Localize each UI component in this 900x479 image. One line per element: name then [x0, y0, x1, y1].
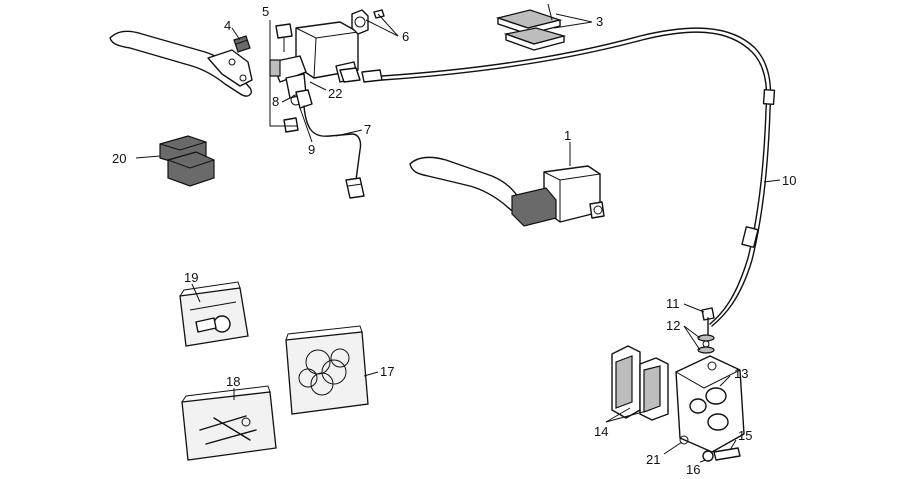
brake-hose	[339, 27, 776, 327]
repair-kit-bag-18	[181, 385, 277, 461]
caliper-bolt-11	[701, 307, 715, 335]
callout-labels: 1 3 4 5 6 7 8 9 10 11 12 13 14 15 16 17 …	[112, 4, 796, 477]
callout-4: 4	[224, 18, 231, 33]
washers-12	[697, 334, 715, 354]
callout-12: 12	[666, 318, 680, 333]
callout-9: 9	[308, 142, 315, 157]
leader-lines	[135, 13, 781, 463]
lower-master-cylinder	[511, 165, 605, 227]
seal-kit-bag-17	[285, 325, 369, 415]
callout-10: 10	[782, 173, 796, 188]
callout-1: 1	[564, 128, 571, 143]
bracket-5-8	[269, 20, 298, 127]
callout-7: 7	[364, 122, 371, 137]
callout-3: 3	[596, 14, 603, 29]
callout-5: 5	[262, 4, 269, 19]
callout-17: 17	[380, 364, 394, 379]
callout-16: 16	[686, 462, 700, 477]
lower-brake-lever	[409, 156, 530, 219]
caliper-screw-15-16	[702, 447, 741, 462]
repair-kit-bag-19	[179, 281, 249, 347]
brake-caliper-13	[675, 355, 745, 453]
pivot-screw-4	[233, 35, 251, 53]
callout-21: 21	[646, 452, 660, 467]
brake-pad-block-20	[159, 135, 215, 187]
callout-13: 13	[734, 366, 748, 381]
clamp-set-3	[495, 3, 567, 51]
upper-brake-lever	[109, 30, 253, 97]
brake-pads-14	[611, 345, 669, 421]
callout-18: 18	[226, 374, 240, 389]
stop-switch-7	[295, 89, 365, 199]
callout-19: 19	[184, 270, 198, 285]
callout-15: 15	[738, 428, 752, 443]
callout-6: 6	[402, 29, 409, 44]
callout-14: 14	[594, 424, 608, 439]
callout-8: 8	[272, 94, 279, 109]
callout-11: 11	[666, 296, 680, 311]
callout-22: 22	[328, 86, 342, 101]
callout-20: 20	[112, 151, 126, 166]
